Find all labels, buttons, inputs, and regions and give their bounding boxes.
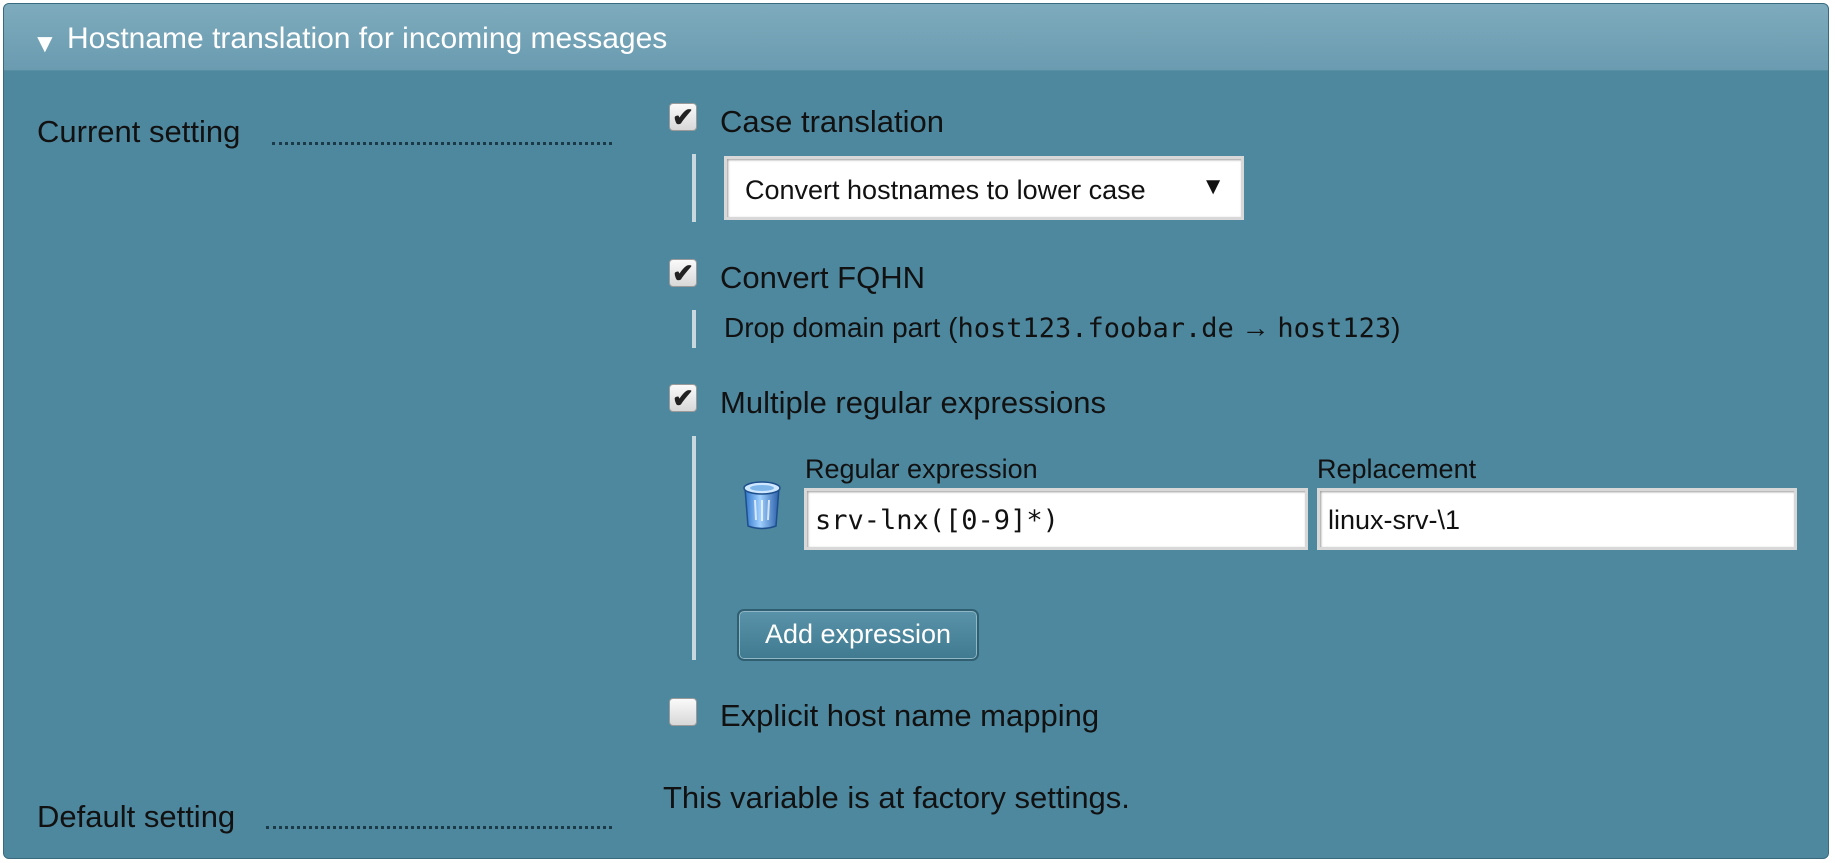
dropdown-arrow-icon: ▼ <box>1201 173 1225 200</box>
regex-label: Multiple regular expressions <box>720 385 1106 420</box>
checkmark-icon: ✔ <box>672 383 694 413</box>
convert-fqhn-checkbox[interactable]: ✔ <box>669 259 697 287</box>
convert-fqhn-indent-bar <box>692 310 696 348</box>
regex-indent-bar <box>692 436 696 660</box>
hostname-translation-panel: ▼ Hostname translation for incoming mess… <box>3 3 1829 859</box>
fqhn-desc-from: host123.foobar.de <box>957 313 1234 344</box>
explicit-mapping-checkbox[interactable] <box>669 698 697 726</box>
case-translation-select-value: Convert hostnames to lower case <box>745 175 1146 205</box>
fqhn-desc-prefix: Drop domain part ( <box>724 312 958 343</box>
section-header[interactable]: ▼ Hostname translation for incoming mess… <box>4 4 1828 71</box>
default-setting-label: Default setting <box>37 799 236 834</box>
regex-input-value: srv-lnx([0-9]*) <box>815 505 1059 536</box>
convert-fqhn-label: Convert FQHN <box>720 260 925 295</box>
fqhn-desc-to: host123 <box>1277 313 1392 344</box>
add-expression-button[interactable]: Add expression <box>737 609 979 661</box>
convert-fqhn-description: Drop domain part (host123.foobar.de → ho… <box>724 312 1400 344</box>
section-title: Hostname translation for incoming messag… <box>67 22 668 55</box>
regex-input[interactable]: srv-lnx([0-9]*) <box>804 488 1308 550</box>
case-translation-indent-bar <box>692 154 696 222</box>
current-setting-dots <box>272 142 612 145</box>
replacement-input[interactable]: linux-srv-\1 <box>1317 488 1797 550</box>
default-setting-dots <box>266 826 612 829</box>
case-translation-label: Case translation <box>720 104 945 139</box>
fqhn-desc-arrow: → <box>1233 312 1278 343</box>
checkmark-icon: ✔ <box>672 102 694 132</box>
explicit-mapping-label: Explicit host name mapping <box>720 698 1100 733</box>
regex-checkbox[interactable]: ✔ <box>669 384 697 412</box>
fqhn-desc-suffix: ) <box>1391 312 1401 343</box>
collapse-triangle-icon[interactable]: ▼ <box>32 28 58 58</box>
replacement-column-header: Replacement <box>1317 454 1477 484</box>
default-setting-value: This variable is at factory settings. <box>663 780 1130 815</box>
current-setting-label: Current setting <box>37 114 241 149</box>
checkmark-icon: ✔ <box>672 258 694 288</box>
case-translation-checkbox[interactable]: ✔ <box>669 103 697 131</box>
regex-column-header: Regular expression <box>805 454 1038 484</box>
case-translation-select[interactable]: Convert hostnames to lower case ▼ <box>724 156 1244 220</box>
trash-icon[interactable] <box>740 478 784 530</box>
replacement-input-value: linux-srv-\1 <box>1328 505 1461 535</box>
